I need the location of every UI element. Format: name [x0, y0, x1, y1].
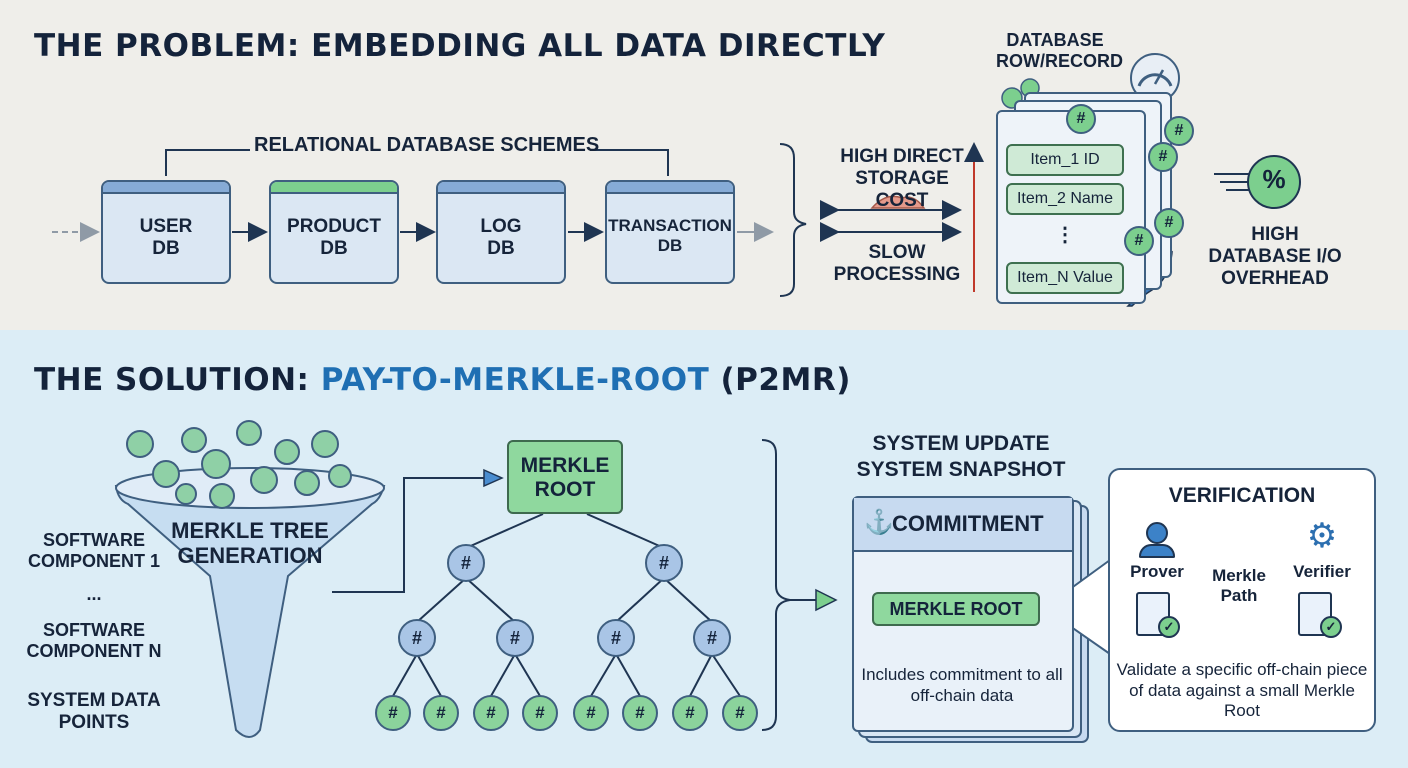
slow-processing-label: SLOW PROCESSING — [833, 242, 961, 285]
record-item-2: Item_2 Name — [1006, 183, 1124, 215]
prover-person-icon — [1146, 522, 1168, 544]
verification-title: VERIFICATION — [1168, 484, 1316, 507]
system-snapshot-label: SYSTEM SNAPSHOT — [856, 458, 1066, 481]
tree-node-level2: # — [597, 619, 635, 657]
transaction-db-line2: DB — [657, 235, 683, 255]
prover-document-icon — [1136, 592, 1170, 636]
record-item-1: Item_1 ID — [1006, 144, 1124, 176]
funnel-label: MERKLE TREE GENERATION — [171, 518, 329, 569]
prover-check-icon: ✓ — [1158, 616, 1180, 638]
hash-badge-icon: # — [1154, 208, 1184, 238]
commitment-description: Includes commitment to all off-chain dat… — [861, 665, 1063, 706]
tree-leaf: # — [672, 695, 708, 731]
storage-cost-label: HIGH DIRECT STORAGE COST — [840, 146, 964, 211]
solution-title-suffix: (P2MR) — [709, 362, 851, 398]
commitment-title: COMMITMENT — [892, 511, 1044, 536]
input-ellipsis: ... — [86, 584, 102, 604]
tree-leaf: # — [423, 695, 459, 731]
product-db-line2: DB — [320, 237, 348, 259]
hash-badge-icon: # — [1148, 142, 1178, 172]
transaction-db-line1: TRANSACTION — [608, 216, 732, 235]
commitment-merkle-root: MERKLE ROOT — [872, 592, 1040, 626]
record-ellipsis: ⋮ — [1055, 224, 1075, 246]
user-db-line2: DB — [152, 237, 180, 259]
tree-leaf: # — [522, 695, 558, 731]
input-software-component-n: SOFTWARE COMPONENT N — [26, 620, 162, 661]
record-item-n: Item_N Value — [1006, 262, 1124, 294]
verification-description: Validate a specific off-chain piece of d… — [1116, 660, 1368, 721]
product-db-line1: PRODUCT — [287, 216, 381, 237]
tree-node-level2: # — [496, 619, 534, 657]
prover-body-icon — [1139, 544, 1175, 558]
input-software-component-1: SOFTWARE COMPONENT 1 — [27, 530, 160, 571]
tree-leaf: # — [473, 695, 509, 731]
verifier-gear-icon: ⚙ — [1306, 517, 1338, 555]
tree-leaf: # — [573, 695, 609, 731]
tree-node-level1: # — [645, 544, 683, 582]
solution-title-accent: PAY-TO-MERKLE-ROOT — [320, 362, 710, 398]
tree-leaf: # — [375, 695, 411, 731]
solution-title: THE SOLUTION: PAY-TO-MERKLE-ROOT (P2MR) — [34, 362, 851, 398]
record-label: DATABASE ROW/RECORD — [996, 30, 1123, 71]
merkle-root-node: MERKLE ROOT — [507, 440, 623, 514]
user-db-line1: USER — [139, 216, 193, 237]
hash-badge-icon: # — [1164, 116, 1194, 146]
schemes-label: RELATIONAL DATABASE SCHEMES — [254, 134, 600, 156]
anchor-icon: ⚓ — [864, 509, 894, 536]
problem-title: THE PROBLEM: EMBEDDING ALL DATA DIRECTLY — [34, 28, 886, 64]
input-system-data-points: SYSTEM DATA POINTS — [27, 690, 161, 733]
verifier-check-icon: ✓ — [1320, 616, 1342, 638]
prover-label: Prover — [1130, 562, 1184, 581]
verifier-label: Verifier — [1293, 562, 1351, 581]
io-overhead-label: HIGH DATABASE I/O OVERHEAD — [1208, 224, 1342, 289]
system-update-label: SYSTEM UPDATE — [872, 432, 1050, 455]
hash-badge-icon: # — [1124, 226, 1154, 256]
hash-badge-icon: # — [1066, 104, 1096, 134]
merkle-path-label: Merkle Path — [1212, 566, 1266, 606]
solution-title-prefix: THE SOLUTION: — [34, 362, 321, 398]
tree-node-level2: # — [693, 619, 731, 657]
log-db-line1: LOG — [480, 216, 522, 237]
tree-node-level1: # — [447, 544, 485, 582]
tree-leaf: # — [722, 695, 758, 731]
tree-node-level2: # — [398, 619, 436, 657]
tree-leaf: # — [622, 695, 658, 731]
log-db-line2: DB — [487, 237, 515, 259]
percent-icon: % — [1262, 164, 1286, 194]
